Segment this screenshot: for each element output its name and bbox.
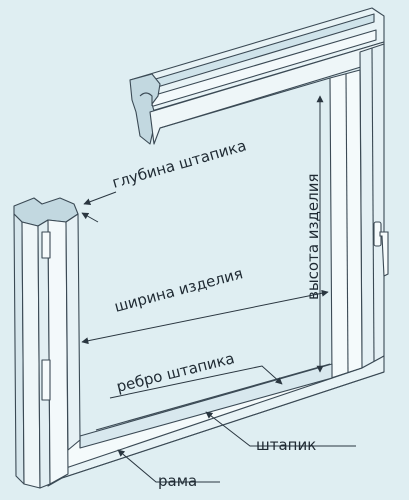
- label-product-height: высота изделия: [304, 174, 322, 301]
- bead-leader: [205, 411, 356, 447]
- bead-rib-leader: [109, 365, 283, 399]
- left-frame-piece: [13, 197, 81, 489]
- lower-frame: [47, 355, 385, 487]
- label-frame: рама: [158, 472, 197, 490]
- handle-icon: [373, 221, 389, 277]
- frame-leader: [117, 449, 220, 483]
- bead-depth-arrow-2: [81, 212, 99, 223]
- upper-frame-piece: [129, 7, 385, 379]
- bead-depth-arrow: [83, 191, 117, 206]
- hinge-top: [41, 231, 51, 259]
- hinge-bottom: [41, 359, 51, 401]
- width-dimension-line: [81, 289, 329, 345]
- label-bead: штапик: [256, 436, 316, 454]
